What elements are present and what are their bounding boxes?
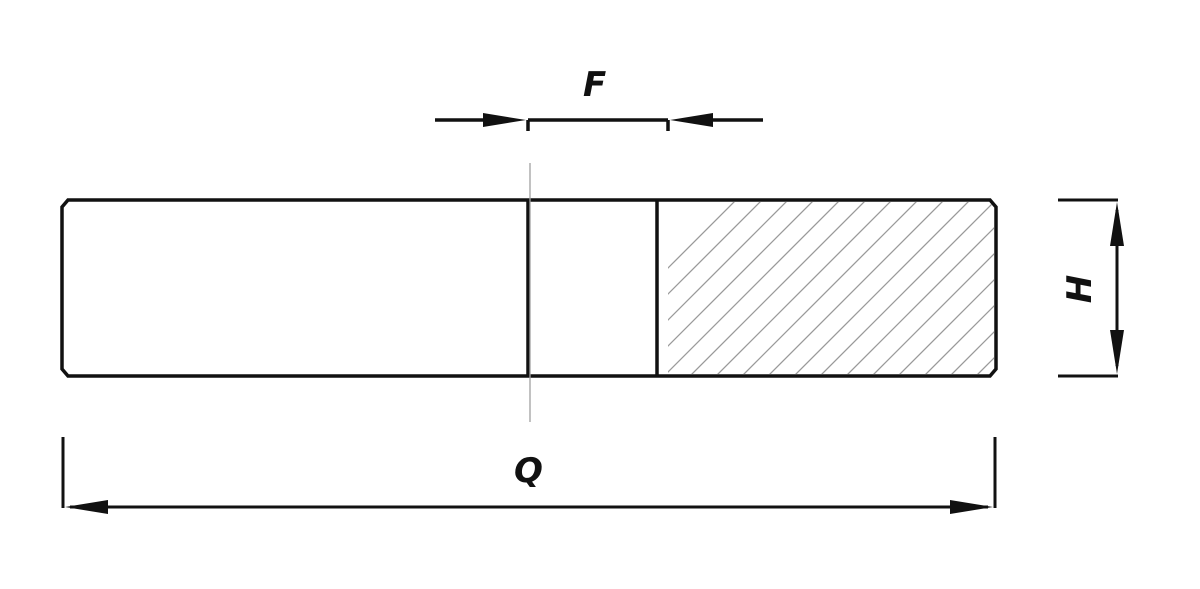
hatch-line <box>845 202 994 374</box>
hatch-line <box>871 202 994 374</box>
hatch-line <box>668 202 841 374</box>
hatch-line <box>668 202 737 374</box>
hatch-line <box>1158 200 1200 376</box>
hatch-line <box>897 202 994 374</box>
hatch-line <box>793 202 971 374</box>
hatch-line <box>819 202 994 374</box>
hatch-line <box>668 202 789 374</box>
label-q: Q <box>514 451 543 491</box>
label-h: H <box>1060 274 1101 304</box>
section-hatching <box>668 200 1200 376</box>
hatch-line <box>1184 200 1200 376</box>
label-f: F <box>583 65 607 105</box>
dimension-f <box>435 113 763 131</box>
hatch-line <box>923 202 994 374</box>
part-outline <box>60 198 998 378</box>
hatch-line <box>767 202 945 374</box>
hatch-line <box>715 202 893 374</box>
dimension-h <box>1058 198 1124 378</box>
hatch-line <box>949 202 994 374</box>
hatch-line <box>1132 200 1200 376</box>
hatch-line <box>689 202 867 374</box>
hatch-line <box>668 202 763 374</box>
hatch-line <box>741 202 919 374</box>
hatch-line <box>668 202 815 374</box>
dimension-q <box>61 437 997 514</box>
